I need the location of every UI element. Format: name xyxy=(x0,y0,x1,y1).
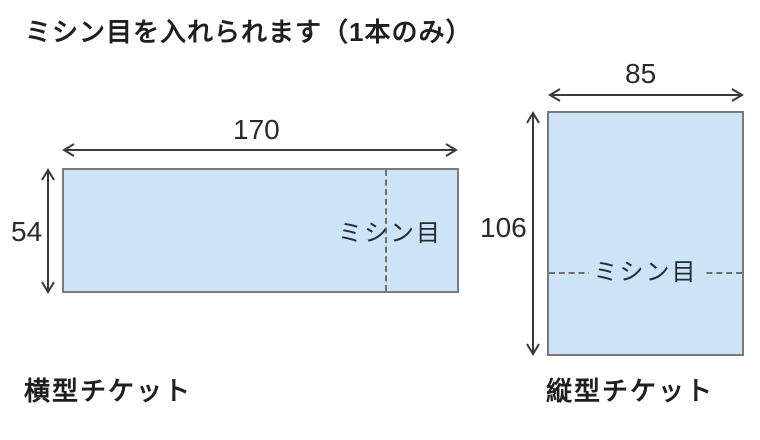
horizontal-width-dimension-label: 170 xyxy=(233,114,280,145)
horizontal-height-dimension-label: 54 xyxy=(11,216,43,247)
horizontal-ticket-type-label: 横型チケット xyxy=(24,376,193,406)
vertical-height-arrow-icon xyxy=(526,111,540,356)
horizontal-perforation-label: ミシン目 xyxy=(338,220,442,247)
vertical-width-arrow-icon xyxy=(548,88,744,102)
page-title: ミシン目を入れられます（1本のみ） xyxy=(25,17,473,47)
horizontal-width-arrow-icon xyxy=(62,143,458,157)
vertical-height-dimension-label: 106 xyxy=(480,212,527,243)
vertical-ticket-rect: ミシン目 xyxy=(547,111,744,356)
vertical-ticket-type-label: 縦型チケット xyxy=(546,376,715,406)
horizontal-height-arrow-icon xyxy=(41,168,55,294)
horizontal-ticket-rect: ミシン目 xyxy=(62,168,459,293)
horizontal-perforation-line xyxy=(385,170,387,291)
vertical-width-dimension-label: 85 xyxy=(625,58,657,89)
vertical-perforation-label: ミシン目 xyxy=(588,259,703,287)
